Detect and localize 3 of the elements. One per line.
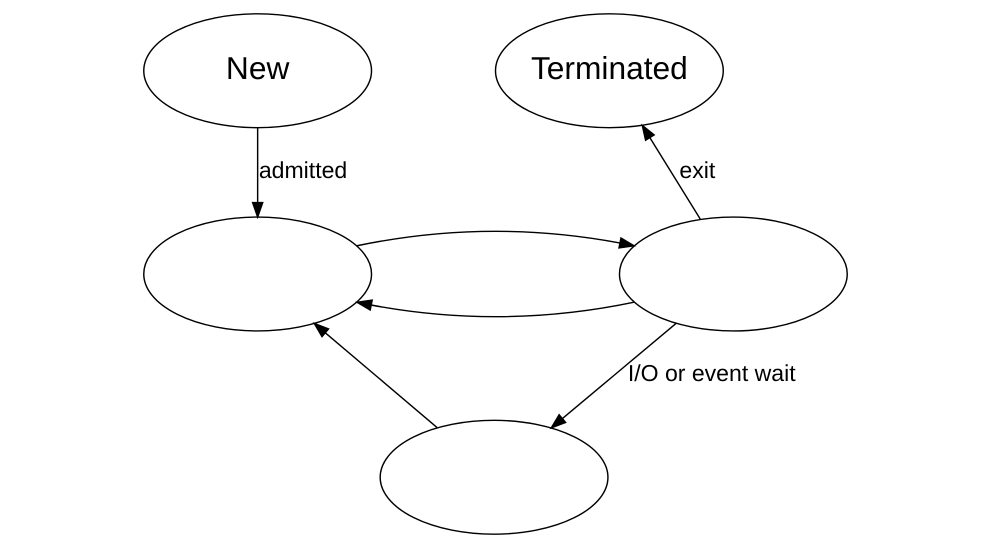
edge-label: exit: [678, 156, 715, 183]
edge-label: I/O or event wait: [627, 360, 796, 386]
edge-label: admitted: [258, 156, 347, 183]
